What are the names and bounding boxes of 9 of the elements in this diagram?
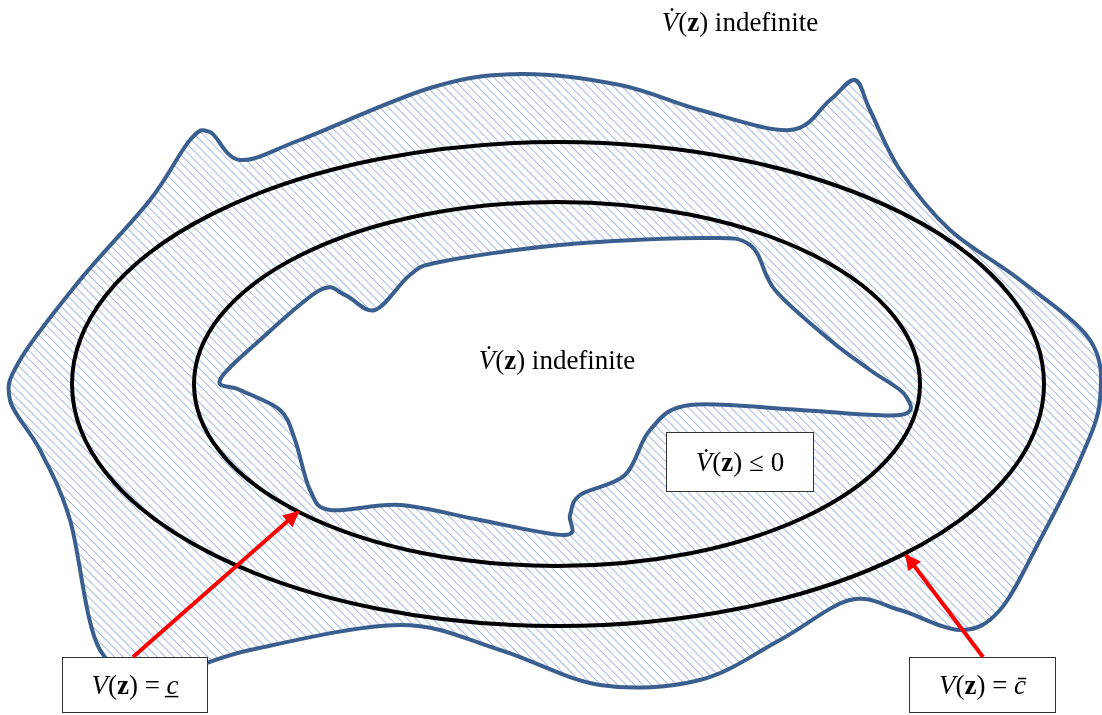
region-label: V̇(z) indefinite xyxy=(661,6,819,38)
leader-arrow xyxy=(131,510,300,659)
level-set-label-box: V(z) = c̲ xyxy=(62,657,208,713)
level-set-label-box: V(z) = c̄ xyxy=(909,657,1056,713)
condition-box: V̇(z) ≤ 0 xyxy=(666,432,814,492)
region-label: V̇(z) indefinite xyxy=(478,344,636,376)
level-set-ellipse xyxy=(192,200,922,568)
leader-arrow xyxy=(904,553,985,659)
level-set-ellipse xyxy=(70,140,1046,628)
